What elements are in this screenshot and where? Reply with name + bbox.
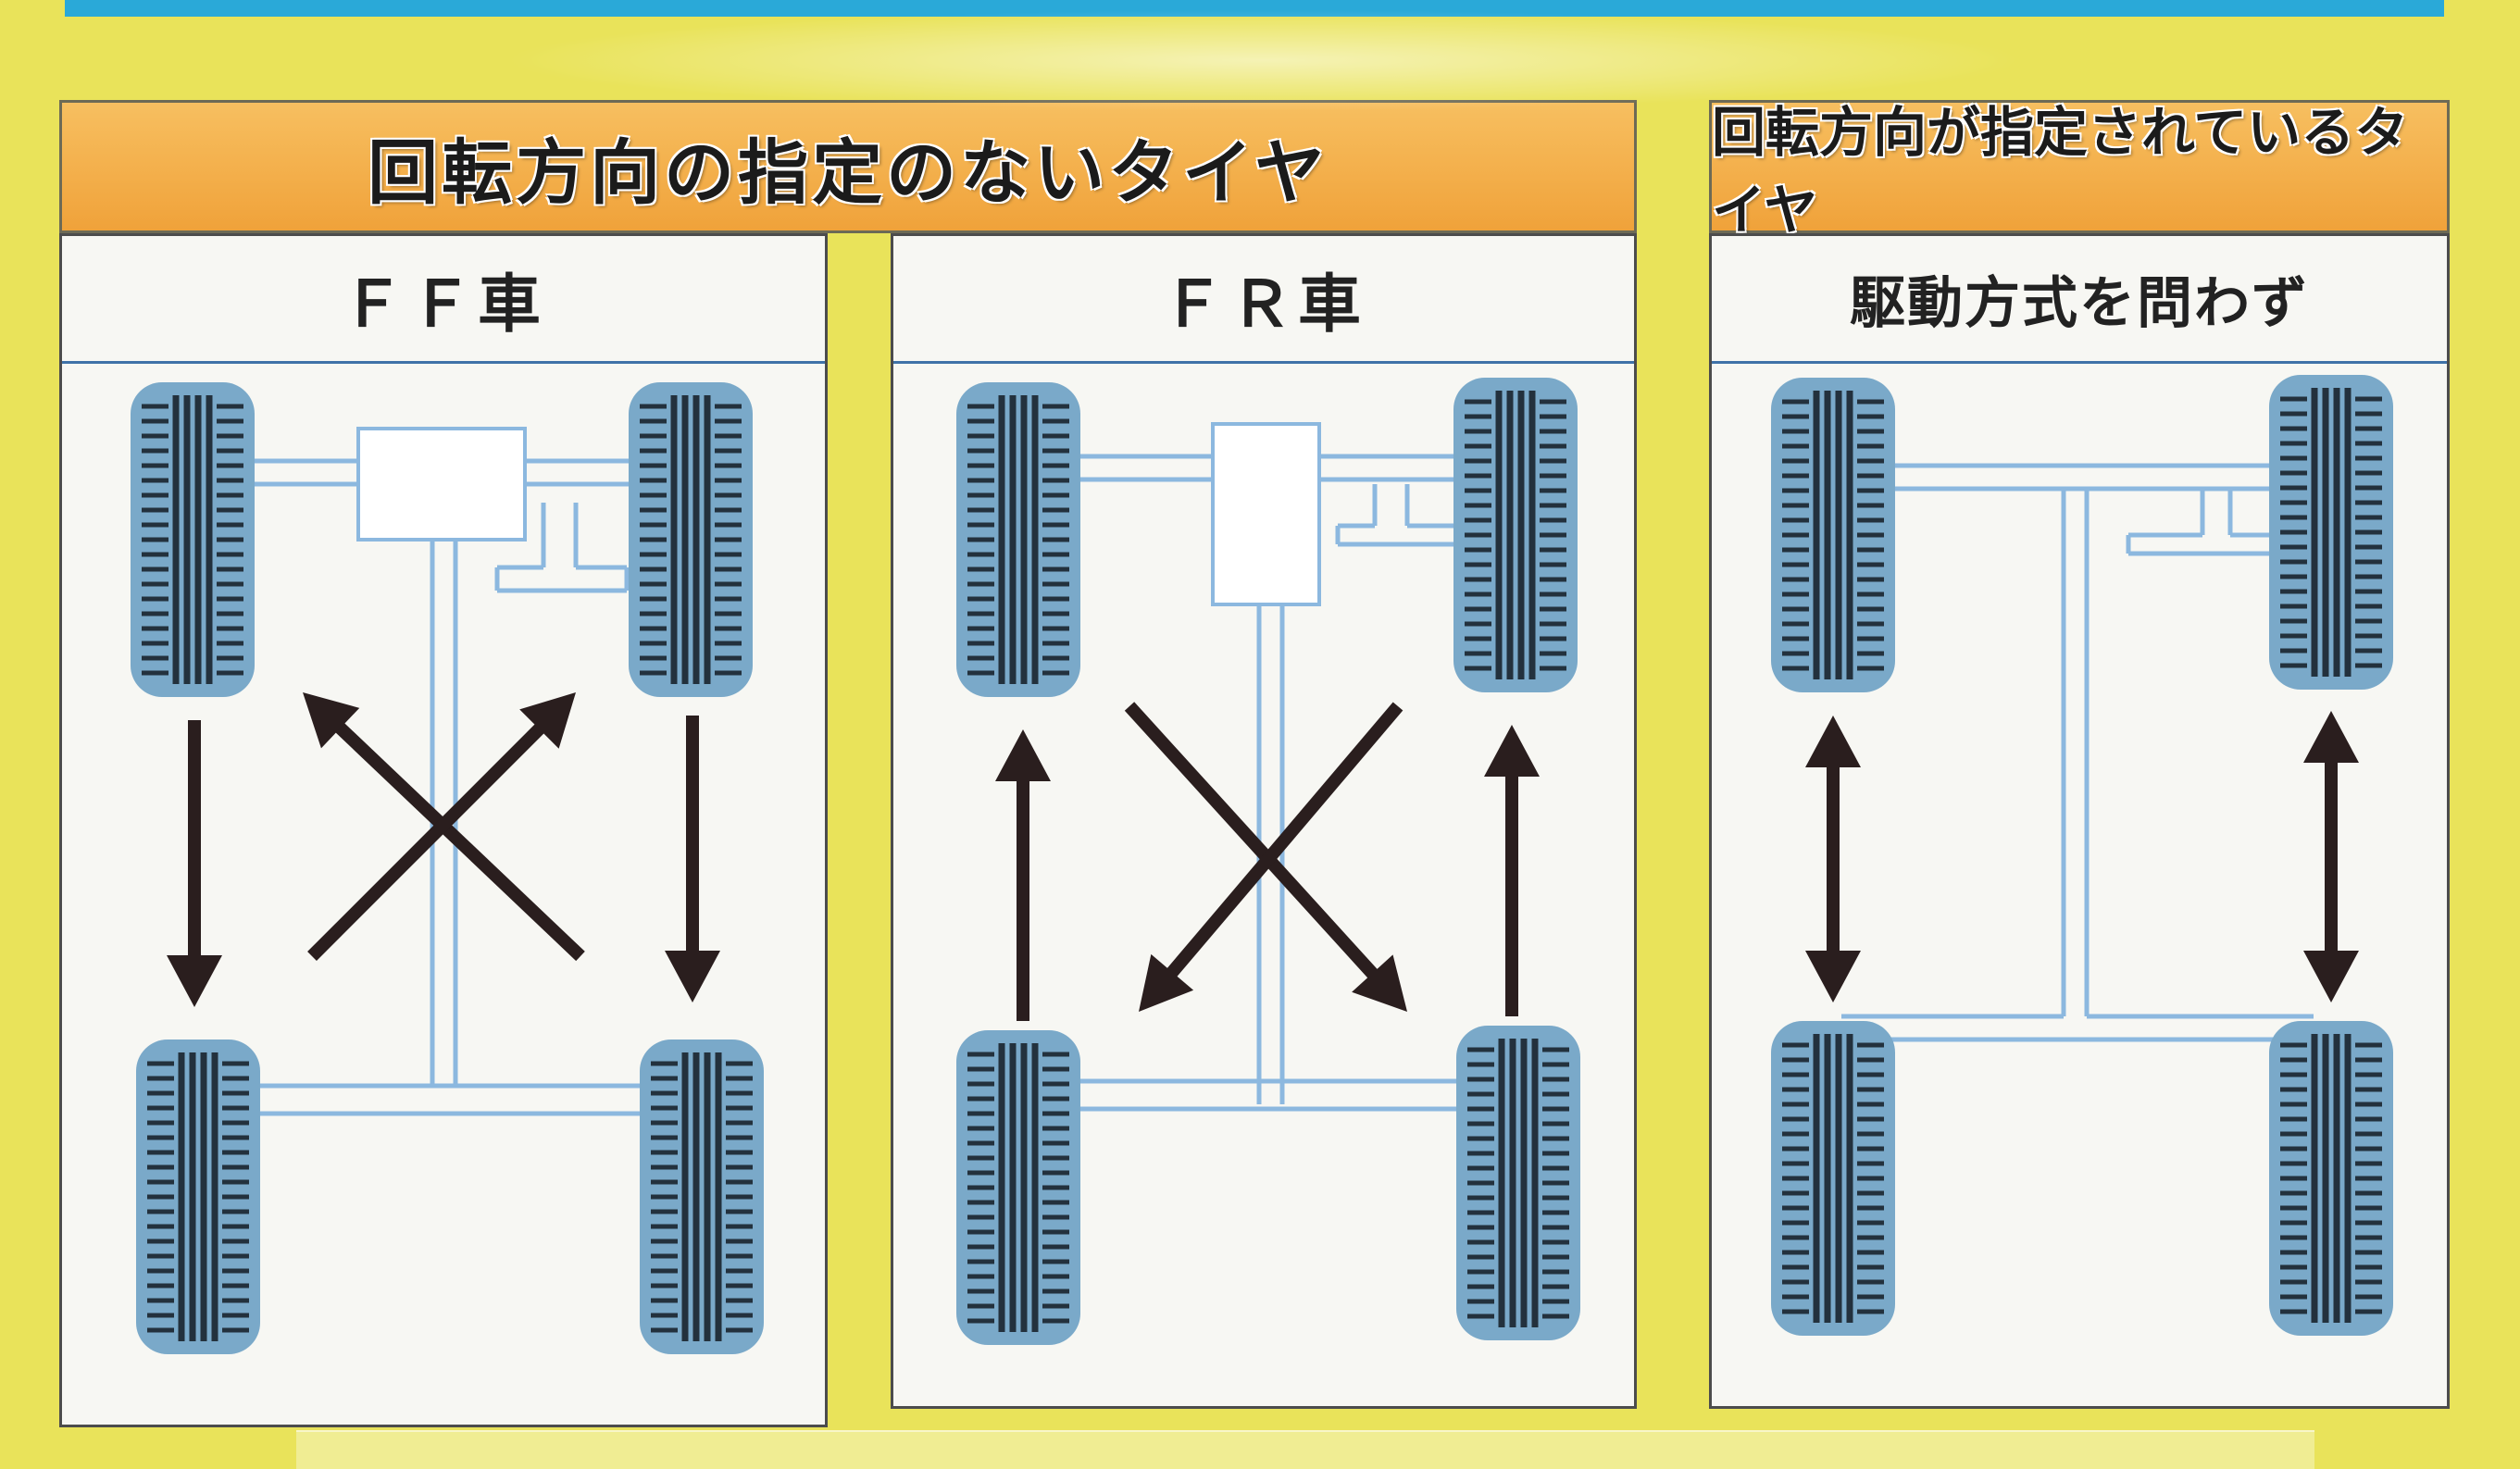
panel-any-drive: 駆動方式を問わず bbox=[1709, 233, 2450, 1409]
ff-tire-rear-left bbox=[136, 1040, 260, 1354]
fr-arrows bbox=[995, 702, 1540, 1021]
fr-tire-rear-right bbox=[1456, 1026, 1580, 1340]
dir-tires bbox=[1771, 375, 2393, 1336]
ff-arrows bbox=[167, 692, 720, 1007]
fr-engine-box bbox=[1211, 422, 1321, 606]
fr-arrow-cross-to-rear-right bbox=[1124, 702, 1407, 1012]
panel-fr: ＦＲ車 bbox=[891, 233, 1637, 1409]
fr-tire-rear-left bbox=[956, 1030, 1080, 1345]
ff-engine-box bbox=[356, 427, 527, 542]
ff-tire-front-left bbox=[131, 382, 255, 697]
dir-tire-rear-left bbox=[1771, 1021, 1895, 1336]
fr-rotation-diagram bbox=[956, 378, 1580, 1345]
ff-rotation-diagram bbox=[131, 382, 764, 1354]
dir-chassis bbox=[1841, 463, 2314, 1042]
header-directional-tires: 回転方向が指定されているタイヤ bbox=[1709, 100, 2450, 242]
panel-ff: ＦＦ車 bbox=[59, 233, 828, 1427]
dir-arrow-right-swap bbox=[2303, 711, 2359, 1002]
ff-tire-rear-right bbox=[640, 1040, 764, 1354]
dir-arrow-left-swap bbox=[1805, 716, 1861, 1002]
fr-tire-front-left bbox=[956, 382, 1080, 697]
dir-arrows bbox=[1805, 711, 2359, 1002]
tape-strip bbox=[296, 1430, 2314, 1469]
ff-arrow-right-down bbox=[665, 716, 720, 1002]
ff-arrow-cross-to-front-left bbox=[303, 692, 585, 962]
fr-tire-front-right bbox=[1453, 378, 1578, 692]
panel-title-any-drive: 駆動方式を問わず bbox=[1712, 236, 2447, 364]
ff-tire-front-right bbox=[629, 382, 753, 697]
dir-tire-front-left bbox=[1771, 378, 1895, 692]
ff-arrow-cross-to-front-right bbox=[307, 692, 576, 961]
ff-chassis bbox=[201, 458, 701, 1116]
fr-arrow-cross-to-rear-left bbox=[1139, 702, 1403, 1012]
fr-arrow-right-up bbox=[1484, 725, 1540, 1016]
panel-title-ff: ＦＦ車 bbox=[62, 236, 825, 364]
header-directional-text: 回転方向が指定されているタイヤ bbox=[1712, 101, 2409, 242]
panel-title-fr: ＦＲ車 bbox=[893, 236, 1634, 364]
directional-rotation-diagram bbox=[1771, 375, 2393, 1336]
fr-arrow-left-up bbox=[995, 729, 1051, 1021]
dir-tire-rear-right bbox=[2269, 1021, 2393, 1336]
fr-tires bbox=[956, 378, 1580, 1345]
dir-tire-front-right bbox=[2269, 375, 2393, 690]
top-blue-strip bbox=[65, 0, 2444, 17]
ff-arrow-left-down bbox=[167, 720, 222, 1007]
header-non-directional-tires: 回転方向の指定のないタイヤ bbox=[59, 100, 1637, 233]
header-non-directional-text: 回転方向の指定のないタイヤ bbox=[368, 131, 1329, 214]
ff-tires bbox=[131, 382, 764, 1354]
